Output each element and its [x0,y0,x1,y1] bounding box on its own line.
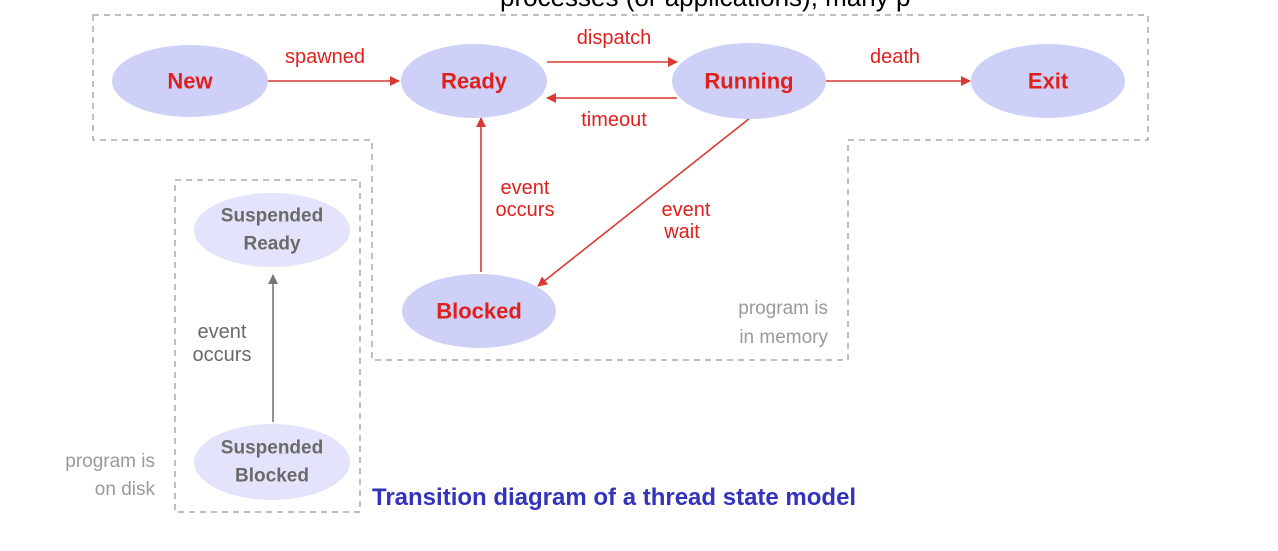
state-ready: Ready [401,44,547,118]
disk-region-border [174,179,361,513]
disk-region-label-line2: on disk [95,479,156,500]
state-suspended-blocked: Suspended Blocked [194,424,350,500]
event-wait-arrow [537,117,751,287]
state-suspended-blocked-label-line1: Suspended [221,438,323,459]
state-blocked: Blocked [402,274,556,348]
timeout-label: timeout [581,109,647,131]
disk-region-label-line1: program is [65,451,155,472]
state-suspended-ready-label-line2: Ready [243,234,300,255]
memory-region-label-line2: in memory [739,327,828,348]
state-exit: Exit [971,44,1125,118]
event-wait-label-line2: wait [663,221,700,243]
dispatch-label: dispatch [577,27,652,49]
event-wait-label-line1: event [662,199,711,221]
state-blocked-label: Blocked [436,299,522,324]
state-new-label: New [167,69,213,94]
state-suspended-ready: Suspended Ready [194,193,350,267]
diagram-title-fragment: processes (or applications), many p [500,0,910,12]
diagram-caption: Transition diagram of a thread state mod… [372,484,856,511]
state-exit-label: Exit [1028,69,1069,94]
memory-region-border [92,14,1149,361]
death-label: death [870,46,920,68]
event-occurs-label-line2: occurs [496,199,555,221]
spawned-label: spawned [285,46,365,68]
state-suspended-blocked-label-line2: Blocked [235,466,309,487]
state-running-label: Running [704,69,793,94]
event-occurs-label-line1: event [501,177,550,199]
state-new: New [112,45,268,117]
suspended-event-occurs-label-line1: event [198,321,247,343]
memory-region-label-line1: program is [738,298,828,319]
state-running: Running [672,43,826,119]
state-ready-label: Ready [441,69,508,94]
state-suspended-ready-label-line1: Suspended [221,206,323,227]
suspended-event-occurs-label-line2: occurs [193,344,252,366]
